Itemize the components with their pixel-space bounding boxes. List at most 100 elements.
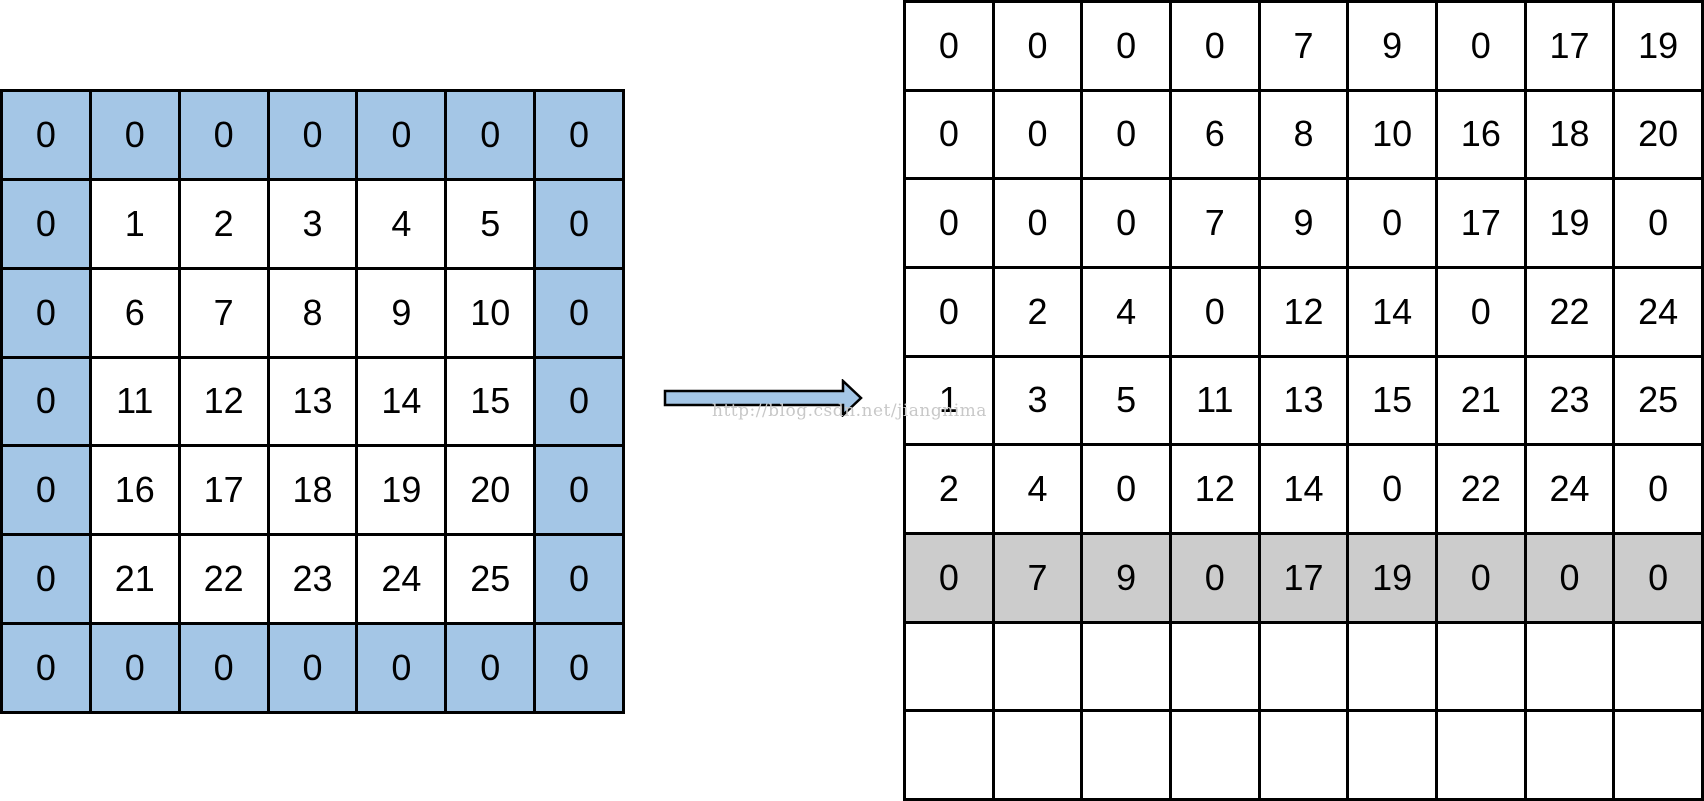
input-cell: 12	[180, 358, 267, 445]
padding-cell: 0	[536, 92, 622, 178]
output-cell: 24	[1615, 268, 1701, 355]
padding-cell: 0	[3, 358, 89, 445]
output-cell: 9	[1260, 180, 1347, 266]
input-cell: 25	[447, 536, 534, 623]
input-cell: 21	[91, 536, 178, 623]
output-cell: 15	[1349, 357, 1435, 444]
output-cell: 20	[1615, 91, 1701, 178]
output-cell: 19	[1526, 180, 1613, 266]
output-cell: 0	[994, 180, 1081, 266]
output-cell: 10	[1349, 91, 1435, 178]
empty-output-cell	[1349, 712, 1435, 798]
padding-cell: 0	[3, 269, 89, 356]
output-cell: 6	[1171, 91, 1258, 178]
padding-cell: 0	[358, 92, 445, 178]
input-cell: 13	[269, 358, 356, 445]
empty-output-cell	[1171, 712, 1258, 798]
arrow-shape	[663, 379, 863, 417]
input-cell: 5	[447, 180, 534, 267]
padding-cell: 0	[536, 358, 622, 445]
output-cell: 14	[1260, 446, 1347, 532]
output-cell: 23	[1526, 357, 1613, 444]
output-cell: 13	[1260, 357, 1347, 444]
output-cell: 0	[906, 91, 992, 178]
input-cell: 9	[358, 269, 445, 356]
output-cell: 5	[1083, 357, 1169, 444]
highlighted-output-cell: 0	[1437, 534, 1524, 621]
output-cell: 1	[906, 357, 992, 444]
padding-cell: 0	[3, 92, 89, 178]
input-cell: 19	[358, 447, 445, 534]
padding-cell: 0	[536, 536, 622, 623]
padding-cell: 0	[536, 447, 622, 534]
highlighted-output-cell: 0	[1526, 534, 1613, 621]
output-cell: 4	[994, 446, 1081, 532]
padding-cell: 0	[536, 269, 622, 356]
output-cell: 9	[1349, 3, 1435, 89]
output-cell: 0	[906, 180, 992, 266]
padding-cell: 0	[358, 625, 445, 711]
empty-output-cell	[906, 623, 992, 710]
output-cell: 0	[1615, 446, 1701, 532]
highlighted-output-cell: 19	[1349, 534, 1435, 621]
empty-output-cell	[1437, 712, 1524, 798]
empty-output-cell	[1260, 712, 1347, 798]
output-cell: 0	[1349, 180, 1435, 266]
empty-output-cell	[1260, 623, 1347, 710]
input-cell: 3	[269, 180, 356, 267]
output-cell: 2	[994, 268, 1081, 355]
output-cell: 0	[1437, 268, 1524, 355]
input-cell: 11	[91, 358, 178, 445]
output-cell: 8	[1260, 91, 1347, 178]
highlighted-output-cell: 17	[1260, 534, 1347, 621]
padding-cell: 0	[91, 625, 178, 711]
empty-output-cell	[1615, 712, 1701, 798]
output-cell: 0	[906, 268, 992, 355]
output-cell: 25	[1615, 357, 1701, 444]
padding-cell: 0	[536, 180, 622, 267]
output-cell: 12	[1260, 268, 1347, 355]
output-cell: 0	[1171, 3, 1258, 89]
empty-output-cell	[906, 712, 992, 798]
highlighted-output-cell: 0	[1615, 534, 1701, 621]
output-cell: 0	[1615, 180, 1701, 266]
output-cell: 0	[1083, 446, 1169, 532]
padding-cell: 0	[3, 536, 89, 623]
empty-output-cell	[1349, 623, 1435, 710]
empty-output-cell	[1526, 712, 1613, 798]
output-cell: 0	[1437, 3, 1524, 89]
padding-cell: 0	[3, 625, 89, 711]
output-cell: 0	[1171, 268, 1258, 355]
input-cell: 8	[269, 269, 356, 356]
output-cell: 12	[1171, 446, 1258, 532]
output-cell: 0	[994, 91, 1081, 178]
output-cell: 0	[906, 3, 992, 89]
output-cell: 14	[1349, 268, 1435, 355]
input-cell: 22	[180, 536, 267, 623]
padding-cell: 0	[180, 92, 267, 178]
output-cell: 21	[1437, 357, 1524, 444]
highlighted-output-cell: 7	[994, 534, 1081, 621]
highlighted-output-cell: 0	[906, 534, 992, 621]
input-cell: 16	[91, 447, 178, 534]
output-cell: 11	[1171, 357, 1258, 444]
empty-output-cell	[1083, 623, 1169, 710]
input-cell: 14	[358, 358, 445, 445]
input-cell: 24	[358, 536, 445, 623]
empty-output-cell	[1526, 623, 1613, 710]
input-cell: 7	[180, 269, 267, 356]
output-cell: 3	[994, 357, 1081, 444]
arrow-right-icon	[663, 379, 863, 417]
output-cell: 16	[1437, 91, 1524, 178]
watermark-text: http://blog.csdn.net/jiangnima	[712, 401, 987, 421]
output-cell: 22	[1437, 446, 1524, 532]
output-cell: 17	[1526, 3, 1613, 89]
padding-cell: 0	[269, 625, 356, 711]
input-cell: 15	[447, 358, 534, 445]
output-cell: 2	[906, 446, 992, 532]
padding-cell: 0	[269, 92, 356, 178]
output-cell: 7	[1171, 180, 1258, 266]
output-cell: 18	[1526, 91, 1613, 178]
